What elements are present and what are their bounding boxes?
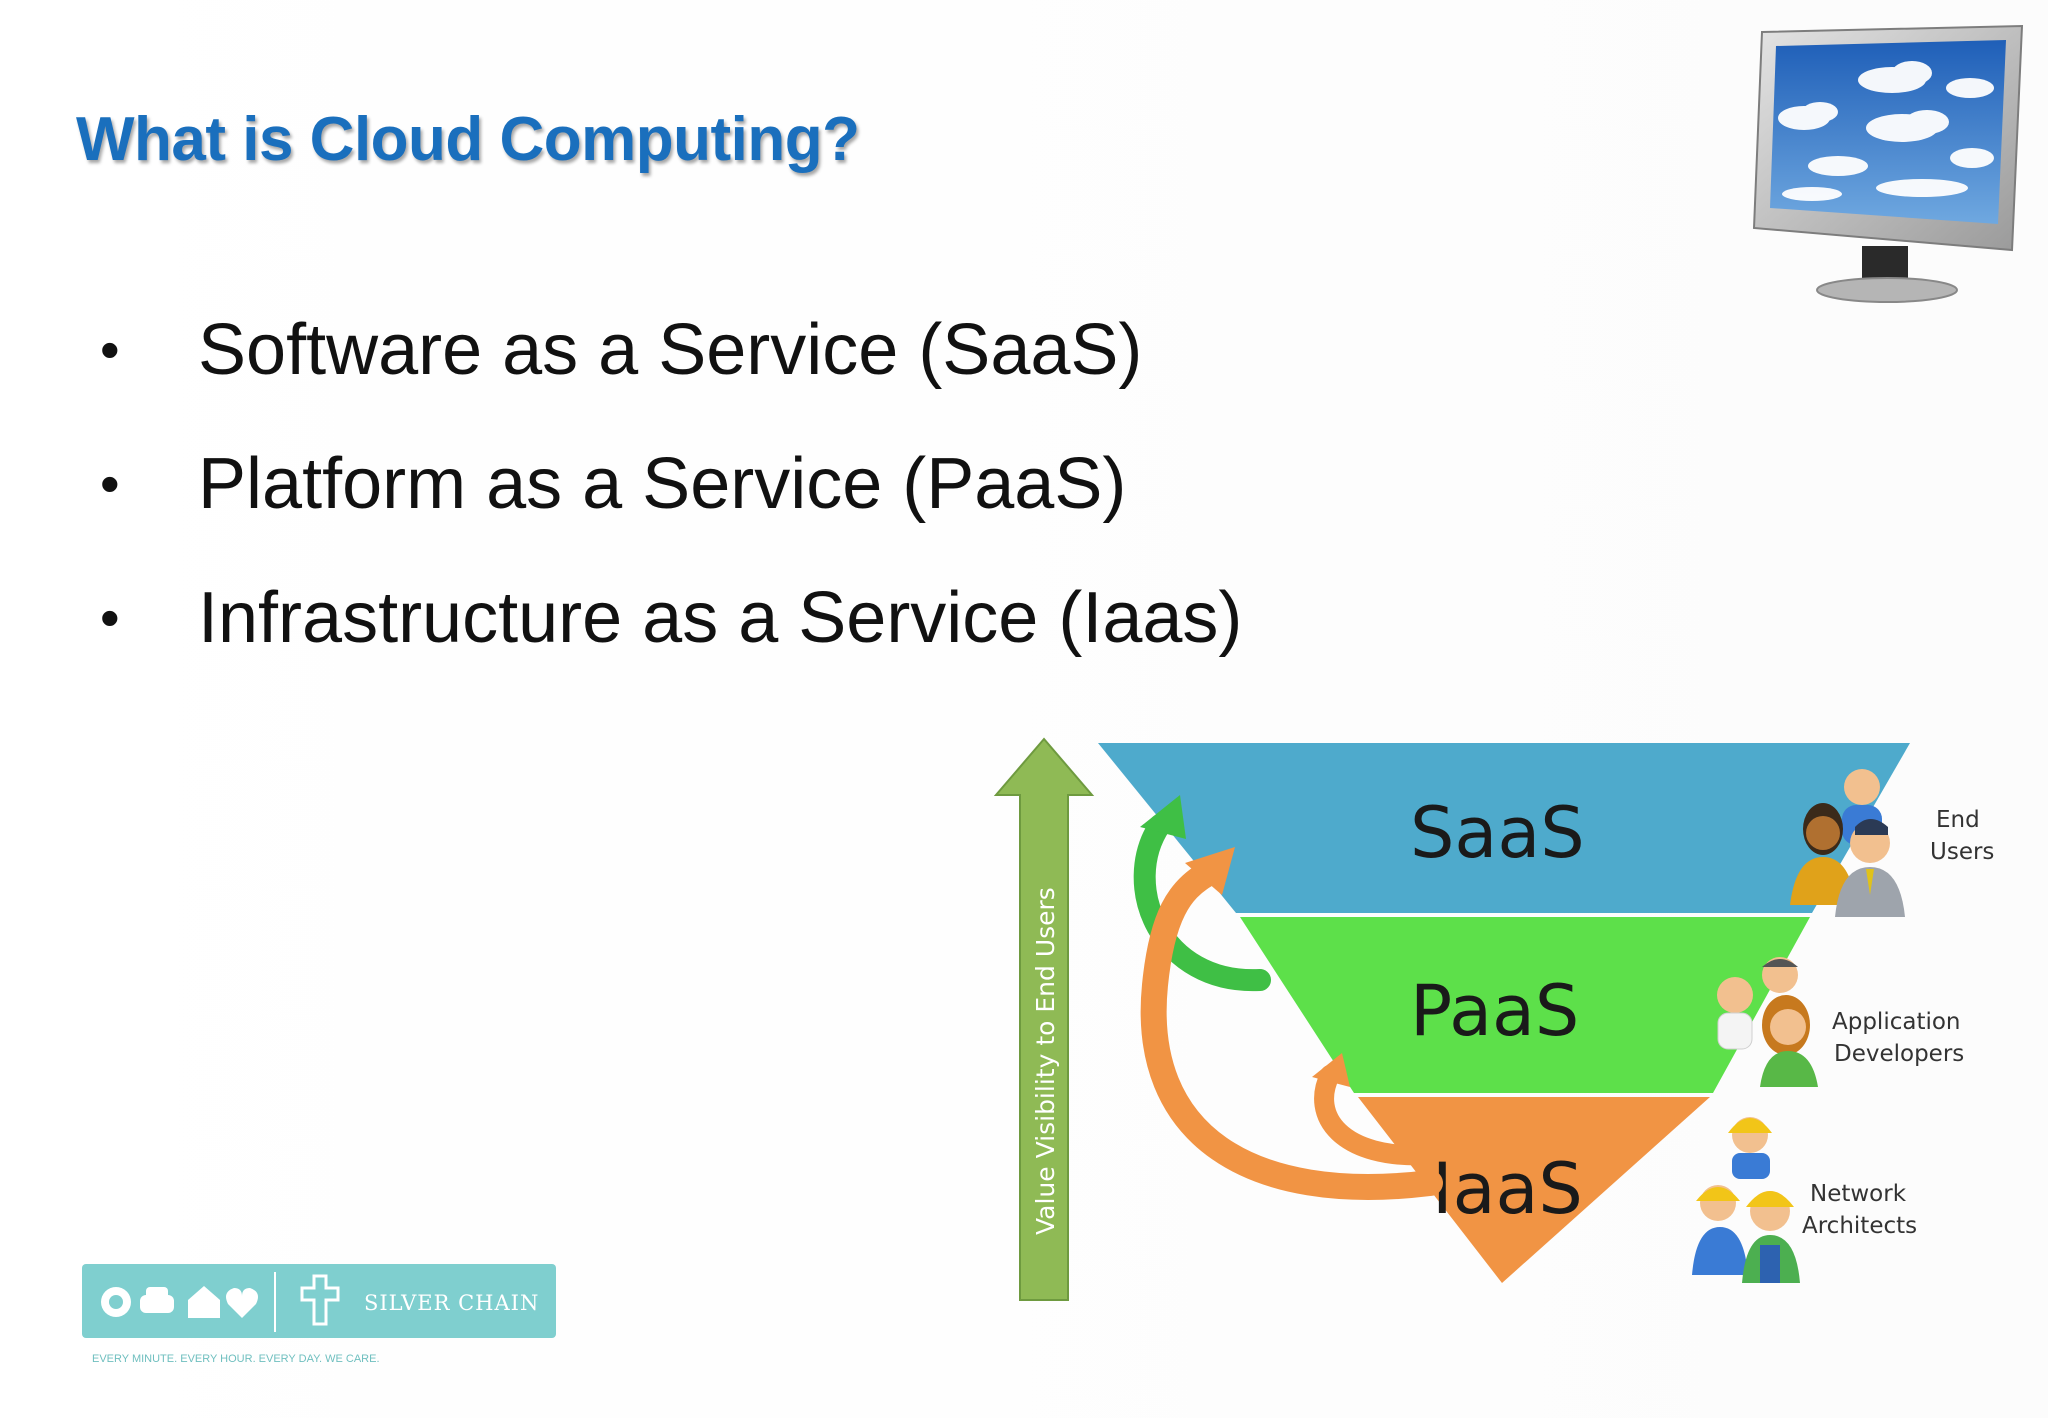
slide-title: What is Cloud Computing? [76, 105, 860, 174]
end-users-label-line2: Users [1930, 839, 1994, 865]
bullet-marker: • [100, 318, 120, 381]
bullet-marker: • [100, 586, 120, 649]
application-developers-label-line2: Developers [1834, 1041, 1964, 1067]
value-axis-label: Value Visibility to End Users [1031, 887, 1060, 1235]
paas-label: PaaS [1410, 970, 1579, 1052]
cloud-monitor-icon [1752, 24, 2024, 303]
end-users-icon [1790, 769, 1905, 917]
iaas-label: IaaS [1432, 1148, 1583, 1230]
application-developers-icon [1717, 957, 1818, 1087]
silver-chain-logo: SILVER CHAIN EVERY MINUTE. EVERY HOUR. E… [82, 1264, 556, 1365]
end-users-label-line1: End [1936, 807, 1980, 833]
orange-curve-arrow-small [1314, 1065, 1440, 1166]
network-architects-label-line1: Network [1810, 1181, 1907, 1207]
network-architects-label-line2: Architects [1802, 1213, 1917, 1239]
orange-arrow-head-large [1185, 847, 1235, 895]
saas-tier [1098, 743, 1910, 913]
bullet-text: Platform as a Service (PaaS) [198, 444, 1127, 524]
cloud-service-pyramid: Value Visibility to End Users SaaS PaaS … [993, 737, 1994, 1301]
orange-curve-arrow-large [1140, 862, 1443, 1200]
green-arrow-head [1140, 795, 1186, 839]
paas-tier [1240, 917, 1810, 1093]
iaas-tier [1358, 1097, 1710, 1283]
saas-label: SaaS [1410, 792, 1585, 874]
bullet-text: Software as a Service (SaaS) [198, 310, 1143, 390]
logo-brand-text: SILVER CHAIN [364, 1291, 539, 1315]
bullet-text: Infrastructure as a Service (Iaas) [198, 578, 1243, 658]
network-architects-icon [1692, 1117, 1800, 1283]
application-developers-label-line1: Application [1832, 1009, 1961, 1035]
value-axis-arrow [993, 737, 1095, 1301]
orange-arrow-head-small [1312, 1053, 1350, 1087]
bullet-marker: • [100, 452, 120, 515]
logo-tagline-text: EVERY MINUTE. EVERY HOUR. EVERY DAY. WE … [92, 1353, 380, 1365]
